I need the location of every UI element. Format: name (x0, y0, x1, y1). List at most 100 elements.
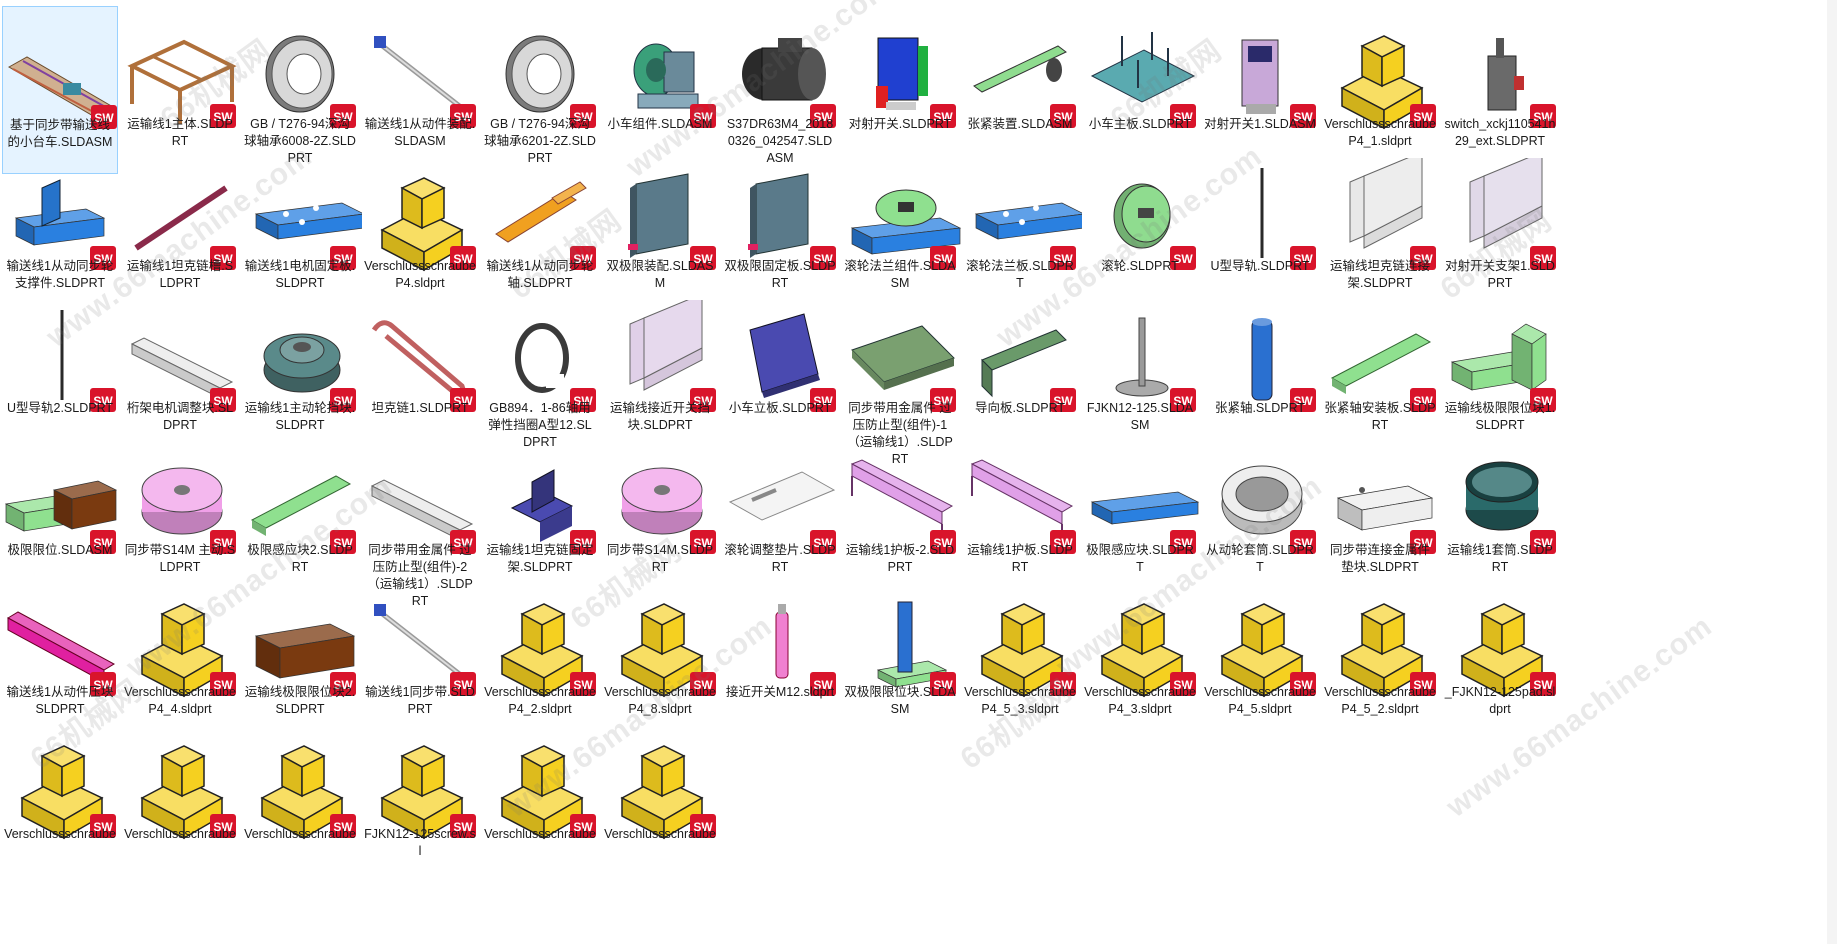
svg-text:SW: SW (693, 252, 713, 266)
svg-text:SW: SW (333, 252, 353, 266)
svg-text:SW: SW (93, 252, 113, 266)
file-name-label: switch_xckj110541h29_ext.SLDPRT (1444, 117, 1556, 148)
svg-text:SW: SW (93, 394, 113, 408)
file-name-label: 张紧装置.SLDASM (967, 117, 1073, 131)
file-thumbnail: SW (962, 584, 1082, 700)
file-thumbnail: SW (962, 158, 1082, 274)
svg-text:SW: SW (573, 394, 593, 408)
file-name-label: GB894．1-86轴用弹性挡圈A型12.SLDPRT (488, 401, 592, 449)
solidworks-badge-icon: SW (570, 246, 596, 270)
solidworks-badge-icon: SW (810, 530, 836, 554)
svg-text:SW: SW (573, 110, 593, 124)
file-thumbnail: SW (962, 442, 1082, 558)
file-name-label: 小车组件.SLDASM (607, 117, 713, 131)
file-thumbnail: SW (842, 584, 962, 700)
svg-text:SW: SW (94, 111, 114, 125)
file-name-label: U型导轨.SLDPRT (1210, 259, 1310, 273)
file-name-label: Verschlussschraube P4_2.sldprt (484, 685, 596, 716)
file-name-label: 运输线1主体.SLDPRT (127, 117, 233, 148)
vertical-scrollbar[interactable] (1827, 0, 1837, 944)
file-thumbnail: SW (2, 442, 122, 558)
svg-text:SW: SW (213, 678, 233, 692)
file-tile[interactable]: SW_FJKN12-125pad.sldprt (1442, 574, 1558, 742)
solidworks-badge-icon: SW (690, 672, 716, 696)
svg-text:SW: SW (1173, 394, 1193, 408)
file-name-label: 极限感应块.SLDPRT (1086, 543, 1194, 574)
file-thumbnail: SW (362, 158, 482, 274)
solidworks-badge-icon: SW (930, 104, 956, 128)
file-name-label: 同步带用金属件 过压防止型(组件)-1（运输线1）.SLDPRT (847, 401, 953, 466)
